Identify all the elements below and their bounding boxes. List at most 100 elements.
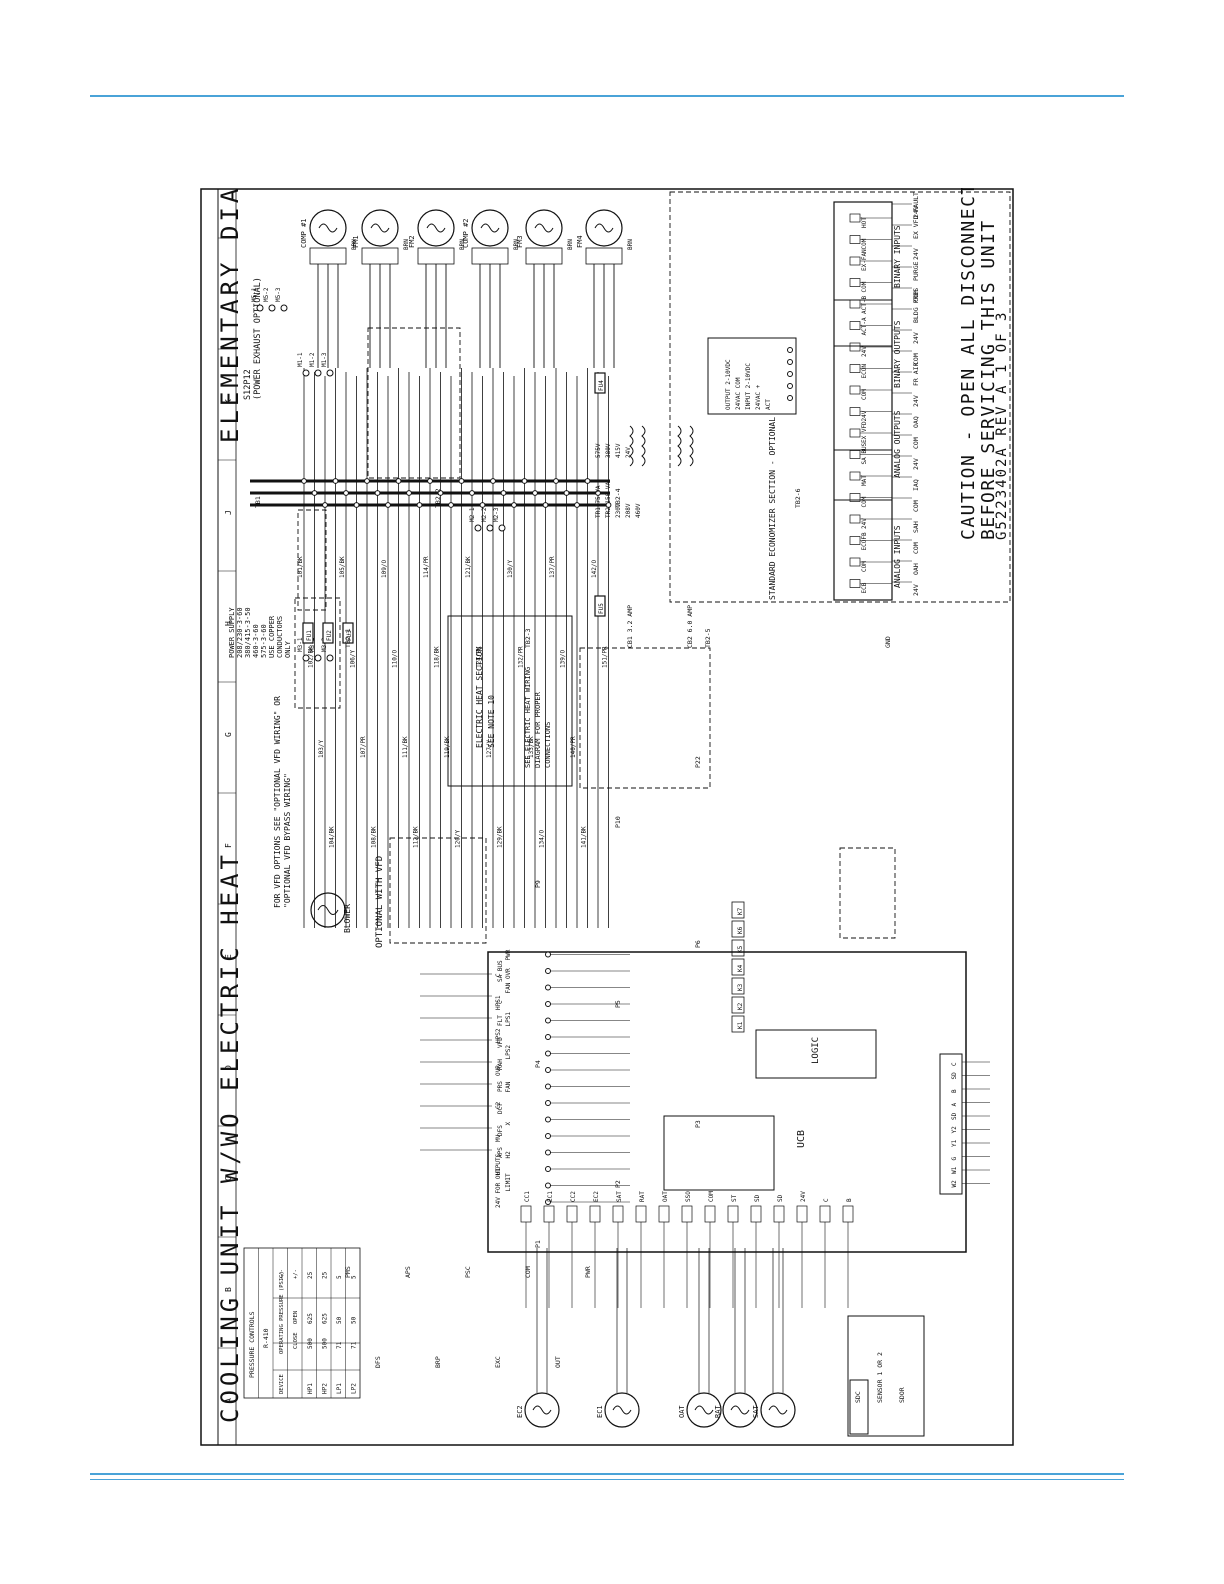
terminal-block-label: TB2-2 — [434, 488, 442, 508]
contactor-label: M5-2 — [263, 287, 270, 302]
breaker-label: CB2 6.0 AMP — [686, 605, 694, 648]
ucb-left-label: PRS — [497, 1081, 504, 1092]
wire-label: 114/PR — [423, 556, 430, 578]
electric-heat-section-box — [447, 615, 573, 787]
ucb-header-label: H2 — [505, 1151, 512, 1159]
motor-terminal-block — [309, 247, 347, 265]
wire-label: 104/BK — [329, 826, 336, 848]
economizer-terminal — [849, 278, 861, 287]
sensor-label: EXC — [494, 1356, 502, 1368]
contactor-symbol — [302, 654, 310, 662]
transformer-label: 230V — [615, 503, 622, 518]
sensor-motor-label: EC2 — [516, 1405, 524, 1418]
wire-terminal — [563, 490, 570, 496]
pressure-table-header: DEVICE — [279, 1374, 285, 1394]
ucb-port-label: P6 — [694, 940, 702, 948]
blower-motor-symbol — [310, 892, 346, 928]
blower-motor-glyph — [317, 905, 339, 915]
wire-label: 130/Y — [507, 560, 514, 578]
pressure-table-subtitle: R-410 — [262, 1328, 270, 1348]
drawing-number: G5223402A REV A 1 OF 3 — [994, 311, 1010, 540]
ucb-bottom-label: SD — [754, 1194, 761, 1202]
wire-label: 111/BK — [402, 736, 409, 758]
ucb-bottom-label: C — [823, 1198, 830, 1202]
transformer-coil — [641, 425, 646, 467]
wire-terminal — [301, 478, 307, 484]
relay-label: K7 — [737, 907, 744, 915]
ucb-right-label: W1 — [951, 1166, 958, 1174]
pressure-table-subheader: CLOSE — [293, 1332, 299, 1349]
motor-symbol — [471, 209, 509, 247]
terminal-block-label: TB2-1 — [344, 628, 352, 648]
wire-terminal — [605, 502, 612, 508]
ucb-terminal — [545, 1133, 551, 1139]
ucb-terminal — [545, 968, 551, 974]
zone-letter: L — [224, 288, 233, 293]
ucb-terminal — [545, 1067, 551, 1073]
economizer-ecb-box — [833, 201, 893, 601]
power-supply-note-line: POWER SUPPLY — [228, 607, 236, 658]
actuator-terminal — [787, 395, 793, 401]
contactor-symbol — [268, 304, 276, 312]
economizer-terminal — [849, 213, 861, 223]
motor-terminal-label: BRN — [459, 239, 466, 250]
contactor-symbol — [314, 369, 322, 377]
caution-line-2: BEFORE SERVICING THIS UNIT — [978, 219, 999, 540]
ucb-left-label: SA BUS — [497, 960, 504, 982]
ucb-header-label: X — [505, 1122, 512, 1126]
sensor-motor-symbol — [722, 1392, 758, 1428]
zone-letter: J — [224, 510, 233, 515]
sensor-label: SENSOR 1 OR 2 — [876, 1352, 884, 1403]
power-exhaust-note: (POWER EXHAUST OPTIONAL) — [253, 277, 263, 400]
ucb-bottom-label: EC2 — [593, 1191, 600, 1202]
ucb-bottom-terminal — [796, 1205, 808, 1223]
motor-terminal-block — [585, 247, 623, 265]
pressure-table-header: +/- — [279, 1269, 285, 1279]
ucb-right-label: SD — [951, 1112, 958, 1120]
economizer-box-terminals: HOTCOMEX-FANCOMACT-BACT-A24VECONCOM24VEX… — [849, 213, 892, 594]
contactor-label: M2-2 — [481, 507, 488, 522]
wire-terminal — [322, 502, 328, 508]
economizer-terminal — [849, 256, 861, 266]
ucb-left-label: DCT — [497, 1103, 504, 1114]
wire-label: 103/Y — [318, 740, 325, 758]
relay-box — [731, 920, 745, 938]
sensor-motor-glyph — [768, 1405, 788, 1415]
ucb-right-label: W2 — [951, 1180, 958, 1188]
ucb-header-label: LPS2 — [505, 1045, 512, 1060]
zone-letter: A — [224, 1398, 233, 1403]
wire-label: 151/PR — [602, 646, 609, 668]
fuse-label: FU3 — [346, 630, 353, 641]
contactor-symbol — [256, 304, 264, 312]
sensor-label: PSC — [464, 1266, 472, 1278]
transformer-coil — [689, 425, 694, 467]
economizer-terminal-label: ECOFB — [861, 532, 868, 550]
transformer-label: 208V — [625, 503, 632, 518]
footer-rule — [90, 1473, 1124, 1475]
wire-label: 127/Y — [486, 740, 493, 758]
contactor-label: M1-3 — [321, 352, 328, 367]
ucb-port-label: P5 — [614, 1000, 622, 1008]
wire-label: 141/BK — [581, 826, 588, 848]
motor-terminal-label: BRN — [627, 239, 634, 250]
ucb-bottom-terminal — [635, 1205, 647, 1223]
motor-terminal-block — [417, 247, 455, 265]
wire-label: 129/BK — [497, 826, 504, 848]
vfd-note-line: "OPTIONAL VFD BYPASS WIRING" — [283, 773, 292, 908]
wire-terminal — [584, 478, 591, 484]
fuse-symbol — [322, 622, 334, 644]
wire-terminal — [542, 502, 549, 508]
caution-line-1: CAUTION - OPEN ALL DISCONNECTS — [958, 188, 979, 540]
blower-label: BLOWER — [343, 904, 352, 933]
ucb-bottom-terminal — [842, 1205, 854, 1223]
economizer-terminal-label: ECON — [861, 364, 868, 379]
terminal-block-label: TB2-5 — [704, 628, 712, 648]
economizer-terminal — [849, 428, 861, 438]
wire-terminal — [574, 502, 580, 508]
wire-label: 121/BK — [465, 556, 472, 578]
economizer-right-label: OAQ — [912, 416, 920, 428]
sensor-label: PMS — [344, 1266, 352, 1278]
